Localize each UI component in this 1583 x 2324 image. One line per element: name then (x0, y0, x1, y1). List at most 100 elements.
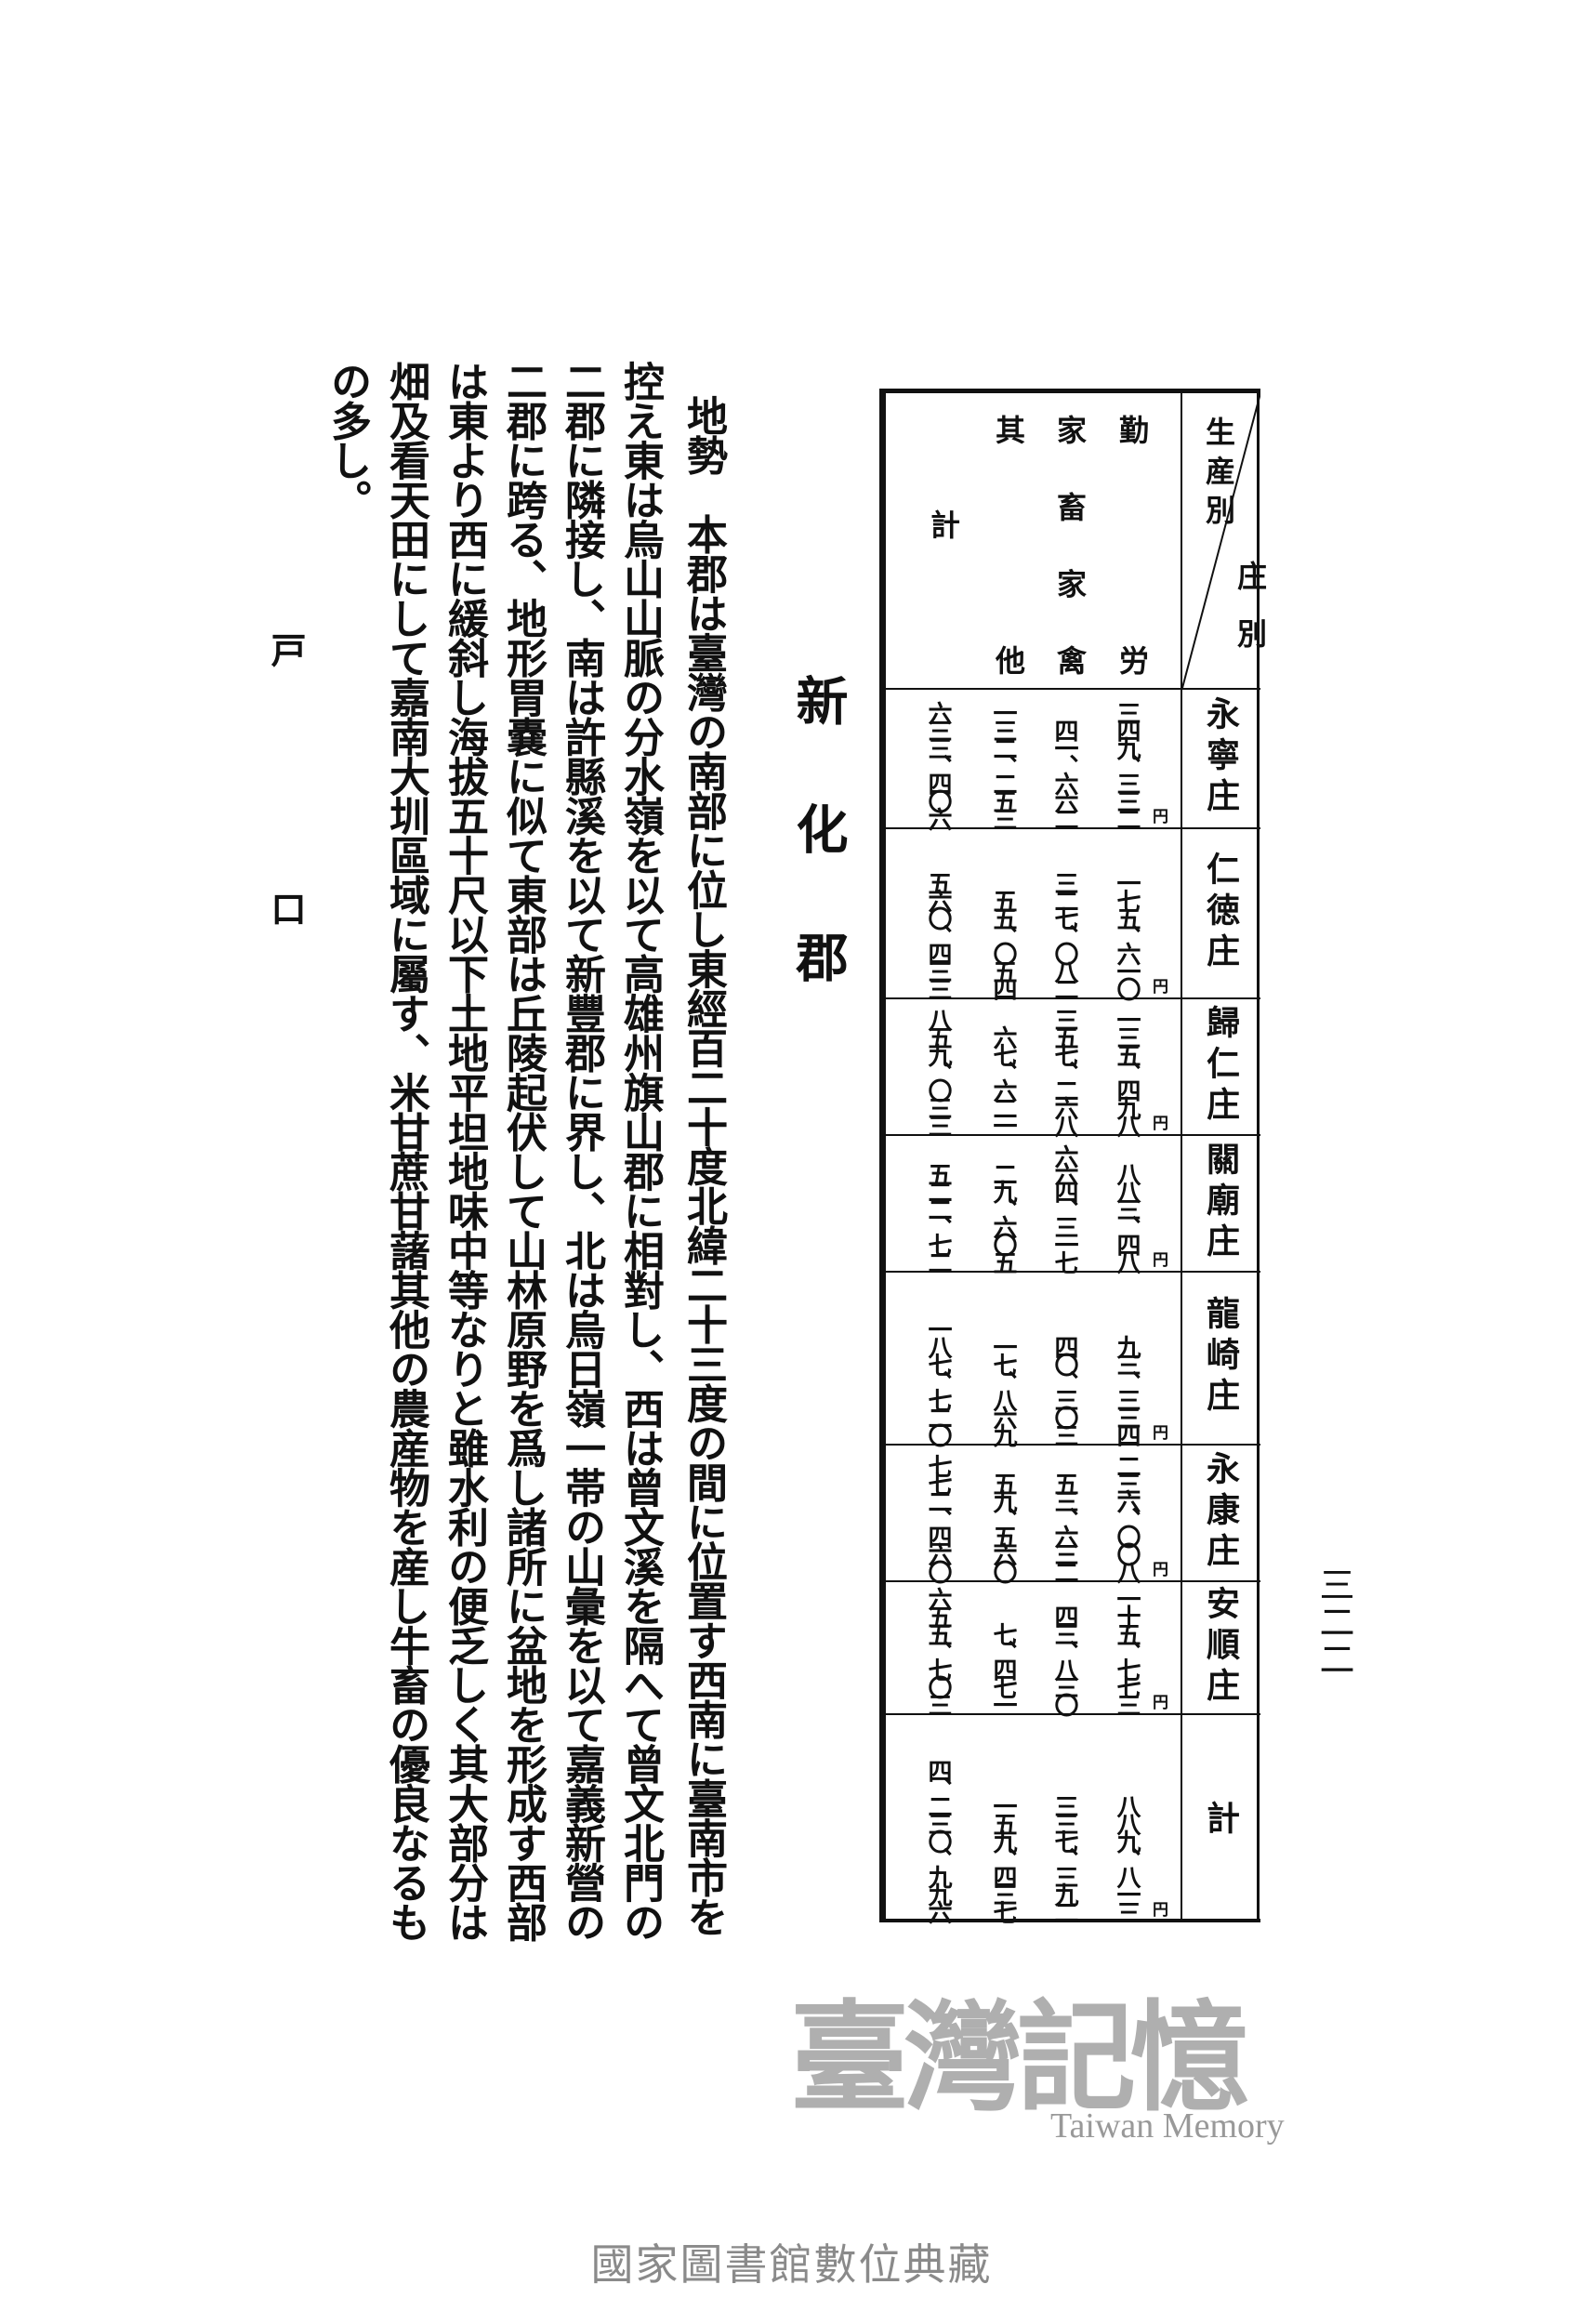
currency-unit: 円 (1153, 1901, 1168, 1920)
watermark-text: Taiwan Memory (1050, 2106, 1285, 2146)
production-table: 生産別 庄別 勤労家畜家禽其他計永寧庄三四九、三三二円四一、六六二一三二、二五三… (879, 389, 1268, 1922)
currency-unit: 円 (1153, 1115, 1168, 1133)
table-cell: 三二七、〇八二 (1041, 830, 1088, 995)
table-cell: 四、二三〇、九九六 (915, 1716, 961, 1918)
table-cell: 一十五、七七三 (1103, 1583, 1150, 1710)
row-label-text: 仁徳庄 (1201, 851, 1240, 974)
page-title: 新化郡 (787, 674, 849, 1059)
table-cell: 四三、八三〇 (1041, 1583, 1088, 1710)
row-divider (879, 997, 1260, 999)
table-cell: 一五九、四三七 (980, 1716, 1026, 1918)
table-cell: 五三、六三二 (1041, 1446, 1088, 1578)
corner-row-label: 庄別 (1233, 561, 1268, 676)
paragraph-column: 二郡に跨る、地形胃嚢に似て東部は丘陵起伏して山林原野を爲し諸所に盆地を形成す西部 (499, 361, 547, 1941)
row-label-text: 關廟庄 (1201, 1141, 1240, 1264)
row-label: 永康庄 (1181, 1446, 1260, 1578)
currency-unit: 円 (1153, 978, 1168, 997)
corner-col-label: 生産別 (1201, 416, 1236, 534)
table-cell: 八五九、〇三三 (915, 1000, 961, 1131)
cell-value: 二三六、〇〇八 (1113, 1454, 1141, 1578)
cell-value: 五九、五六〇 (989, 1472, 1017, 1578)
cell-value: 七、四七一 (989, 1622, 1017, 1710)
table-cell: 三五七、二六八 (1041, 1000, 1088, 1131)
column-header: 家畜家禽 (1052, 415, 1088, 675)
cell-value: 四三、八三〇 (1050, 1604, 1078, 1710)
row-label: 計 (1181, 1716, 1260, 1918)
paragraph-column: は東より西に緩斜し海拔五十尺以下土地平坦地味中等なりと雖水利の便乏しく其大部分は (441, 361, 488, 1941)
table-cell: 七七二、四六〇 (915, 1446, 961, 1578)
column-header: 計 (926, 509, 961, 539)
table-cell: 九三、三三四 (1103, 1274, 1150, 1441)
row-label-text: 永寧庄 (1201, 696, 1240, 819)
row-label-text: 歸仁庄 (1201, 1004, 1240, 1128)
cell-value: 一七、八六九 (989, 1335, 1017, 1441)
table-cell: 五九、五六〇 (980, 1446, 1026, 1578)
row-label: 永寧庄 (1181, 691, 1260, 825)
table-cell: 一三五、四九八 (1103, 1000, 1150, 1131)
cell-value: 五六〇、四三三 (924, 871, 952, 995)
table-header-divider (1181, 389, 1182, 1922)
row-label: 關廟庄 (1181, 1137, 1260, 1268)
currency-unit: 円 (1153, 1561, 1168, 1579)
column-header: 勤労 (1115, 415, 1150, 675)
column-header: 其他 (991, 415, 1026, 675)
table-cell: 八八三、四八 (1103, 1137, 1150, 1268)
table-cell: 一七、八六九 (980, 1274, 1026, 1441)
table-cell: 五五、〇五四 (980, 830, 1026, 995)
row-label-text: 龍崎庄 (1201, 1296, 1240, 1419)
cell-value: 四、二三〇、九九六 (924, 1759, 952, 1918)
cell-value: 六六四、三一七 (1050, 1144, 1078, 1268)
table-cell: 六六四、三一七 (1041, 1137, 1088, 1268)
paragraph-column: 畑及看天田にして嘉南大圳區域に屬す、米甘蔗甘藷其他の農産物を産し牛畜の優良なるも (382, 361, 429, 1941)
table-cell: 六三三、四〇六 (915, 691, 961, 825)
table-cell: 八八九、八一三 (1103, 1716, 1150, 1918)
paragraph-column: 二郡に隣接し、南は許縣溪を以て新豐郡に界し、北は烏日嶺一帯の山彙を以て嘉義新營の (558, 361, 605, 1941)
row-divider (879, 827, 1260, 829)
table-cell: 五二二、七二 (915, 1137, 961, 1268)
cell-value: 三二七、〇八二 (1050, 871, 1078, 995)
cell-value: 一五九、四三七 (989, 1794, 1017, 1918)
cell-value: 八五九、〇三三 (924, 1008, 952, 1131)
table-left-border (879, 389, 886, 1922)
table-cell: 六五五、七〇三 (915, 1583, 961, 1710)
cell-value: 一十五、七七三 (1113, 1587, 1141, 1710)
table-bottom-border (879, 1919, 1260, 1922)
cell-value: 一七五、六一〇 (1113, 871, 1141, 995)
cell-value: 六五五、七〇三 (924, 1587, 952, 1710)
row-divider (879, 1271, 1260, 1273)
currency-unit: 円 (1153, 808, 1168, 826)
table-right-border (1257, 389, 1260, 1922)
page-number: 三二二 (1313, 1566, 1354, 1678)
cell-value: 八八九、八一三 (1113, 1794, 1141, 1918)
paragraph-column: 地勢 本郡は臺灣の南部に位し東經百二十度北緯二十三度の間に位置す西南に臺南市を (679, 395, 727, 1936)
table-cell: 七、四七一 (980, 1583, 1026, 1710)
table-cell: 六七、六二一 (980, 1000, 1026, 1131)
cell-value: 二九、六〇五 (989, 1162, 1017, 1268)
cell-value: 五五、〇五四 (989, 889, 1017, 995)
cell-value: 一三二、二五三 (989, 701, 1017, 825)
row-divider (879, 1713, 1260, 1715)
table-top-border (879, 389, 1260, 393)
cell-value: 一三五、四九八 (1113, 1008, 1141, 1131)
table-cell: 五六〇、四三三 (915, 830, 961, 995)
row-label-text: 永康庄 (1201, 1450, 1240, 1574)
cell-value: 三五七、二六八 (1050, 1008, 1078, 1131)
row-divider (879, 1444, 1260, 1446)
table-cell: 一八七、七二〇 (915, 1274, 961, 1441)
currency-unit: 円 (1153, 1424, 1168, 1443)
row-label: 歸仁庄 (1181, 1000, 1260, 1131)
footer-archive-credit: 國家圖書館數位典藏 (590, 2239, 993, 2290)
row-divider (879, 1134, 1260, 1136)
table-cell: 四〇、三〇三 (1041, 1274, 1088, 1441)
cell-value: 九三、三三四 (1113, 1335, 1141, 1441)
cell-value: 六七、六二一 (989, 1025, 1017, 1131)
cell-value: 五三、六三二 (1050, 1472, 1078, 1578)
cell-value: 六三三、四〇六 (924, 701, 952, 825)
row-divider (879, 1580, 1260, 1582)
table-cell: 二九、六〇五 (980, 1137, 1026, 1268)
currency-unit: 円 (1153, 1694, 1168, 1712)
section-heading-population: 戸口 (265, 632, 307, 1149)
diagonal-divider (1181, 393, 1260, 688)
cell-value: 三四九、三三二 (1113, 701, 1141, 825)
table-cell: 三四九、三三二 (1103, 691, 1150, 825)
